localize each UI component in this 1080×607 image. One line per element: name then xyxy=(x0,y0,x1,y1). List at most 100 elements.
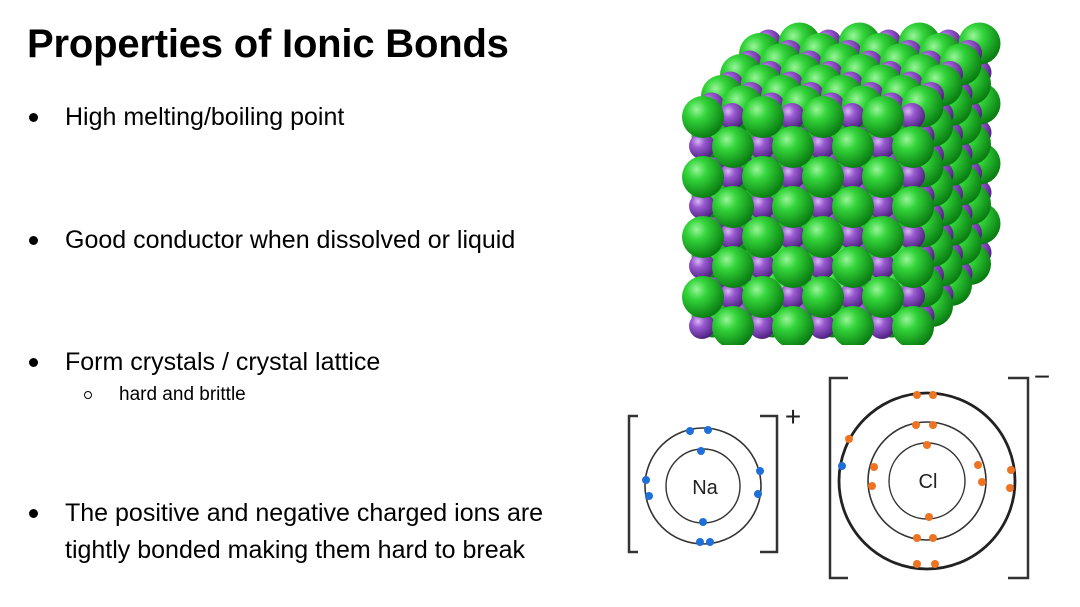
slide-title: Properties of Ionic Bonds xyxy=(27,22,509,66)
bullet-text: Form crystals / crystal lattice xyxy=(65,348,381,376)
sodium-ion-sphere xyxy=(809,133,835,159)
sodium-ion-sphere xyxy=(719,223,745,249)
chloride-ion-sphere xyxy=(802,156,844,198)
chloride-ion-sphere xyxy=(892,246,934,288)
sodium-ion-sphere xyxy=(779,163,805,189)
sodium-ion-sphere xyxy=(749,313,775,339)
chloride-ion-sphere xyxy=(682,276,724,318)
electron xyxy=(931,560,939,568)
sodium-ion-sphere xyxy=(719,163,745,189)
sodium-ion-sphere xyxy=(899,163,925,189)
electron xyxy=(1007,466,1015,474)
chloride-ion-sphere xyxy=(802,96,844,138)
bullet-dot xyxy=(29,236,38,245)
sodium-ion-sphere xyxy=(809,313,835,339)
electron xyxy=(696,538,704,546)
sub-bullet-ring xyxy=(84,391,92,399)
middle-shell xyxy=(867,421,987,541)
transferred-electron xyxy=(838,462,846,470)
outer-shell xyxy=(837,391,1017,571)
sodium-ion-sphere xyxy=(869,193,895,219)
chloride-ion-sphere xyxy=(862,216,904,258)
chloride-ion-sphere xyxy=(862,276,904,318)
electron xyxy=(978,478,986,486)
sodium-ion-sphere xyxy=(899,103,925,129)
chloride-ion-sphere xyxy=(862,156,904,198)
electron xyxy=(912,421,920,429)
chloride-ion-sphere xyxy=(742,216,784,258)
left-bracket xyxy=(828,376,848,580)
chloride-ion-sphere xyxy=(682,96,724,138)
cl-electrons xyxy=(845,391,1015,568)
chloride-ion-sphere xyxy=(742,276,784,318)
sodium-ion-sphere xyxy=(689,133,715,159)
bullet-dot xyxy=(29,509,38,518)
crystal-lattice-image xyxy=(682,22,1001,345)
chloride-ion-sphere xyxy=(802,216,844,258)
electron xyxy=(1006,484,1014,492)
chloride-ion-sphere xyxy=(892,306,934,345)
sodium-ion-sphere xyxy=(869,253,895,279)
chloride-ion-sphere xyxy=(802,276,844,318)
sub-bullet-text: hard and brittle xyxy=(119,384,246,405)
electron xyxy=(642,476,650,484)
chloride-ion-sphere xyxy=(712,306,754,345)
cl-charge: − xyxy=(1034,368,1050,392)
electron xyxy=(868,482,876,490)
bullet-text: High melting/boiling point xyxy=(65,103,345,131)
electron xyxy=(697,447,705,455)
electron xyxy=(929,421,937,429)
right-bracket xyxy=(760,414,779,554)
chloride-ion-sphere xyxy=(832,126,874,168)
sodium-ion-sphere xyxy=(689,313,715,339)
chloride-ion-sphere xyxy=(862,96,904,138)
electron xyxy=(686,427,694,435)
chloride-ion-sphere xyxy=(832,186,874,228)
bullet-text: Good conductor when dissolved or liquid xyxy=(65,226,516,254)
chloride-ion-sphere xyxy=(892,126,934,168)
chloride-ion-sphere xyxy=(712,186,754,228)
sodium-ion-sphere xyxy=(749,193,775,219)
chloride-ion-sphere xyxy=(892,186,934,228)
na-symbol: Na xyxy=(692,477,718,499)
sodium-ion-sphere xyxy=(779,283,805,309)
chloride-ion-sphere xyxy=(772,186,814,228)
sodium-ion-sphere xyxy=(689,253,715,279)
na-electrons xyxy=(642,426,764,546)
bullet-dot xyxy=(29,113,38,122)
sodium-ion-sphere xyxy=(839,163,865,189)
right-bracket xyxy=(1008,376,1030,580)
sodium-ion-sphere xyxy=(899,223,925,249)
sodium-ion-sphere xyxy=(779,103,805,129)
electron xyxy=(913,560,921,568)
chloride-ion-sphere xyxy=(742,156,784,198)
na-charge: + xyxy=(785,401,801,432)
sodium-ion-sphere xyxy=(869,133,895,159)
sodium-ion-sphere xyxy=(809,193,835,219)
electron xyxy=(913,391,921,399)
sodium-ion-sphere xyxy=(839,223,865,249)
electron xyxy=(974,461,982,469)
chloride-ion-sphere xyxy=(682,156,724,198)
chloride-ion-diagram: Cl − xyxy=(828,368,1050,580)
electron xyxy=(756,467,764,475)
chloride-ion-sphere xyxy=(832,246,874,288)
sodium-ion-sphere xyxy=(749,253,775,279)
electron xyxy=(870,463,878,471)
cl-symbol: Cl xyxy=(919,471,938,493)
electron xyxy=(845,435,853,443)
chloride-ion-sphere xyxy=(742,96,784,138)
sodium-ion-diagram: Na + xyxy=(627,401,801,554)
sodium-ion-sphere xyxy=(719,103,745,129)
chloride-ion-sphere xyxy=(772,306,814,345)
electron xyxy=(645,492,653,500)
chloride-ion-sphere xyxy=(832,306,874,345)
chloride-ion-sphere xyxy=(682,216,724,258)
sodium-ion-sphere xyxy=(689,193,715,219)
electron xyxy=(699,518,707,526)
electron xyxy=(929,534,937,542)
sodium-ion-sphere xyxy=(749,133,775,159)
sodium-ion-sphere xyxy=(809,253,835,279)
sodium-ion-sphere xyxy=(839,283,865,309)
electron xyxy=(925,513,933,521)
